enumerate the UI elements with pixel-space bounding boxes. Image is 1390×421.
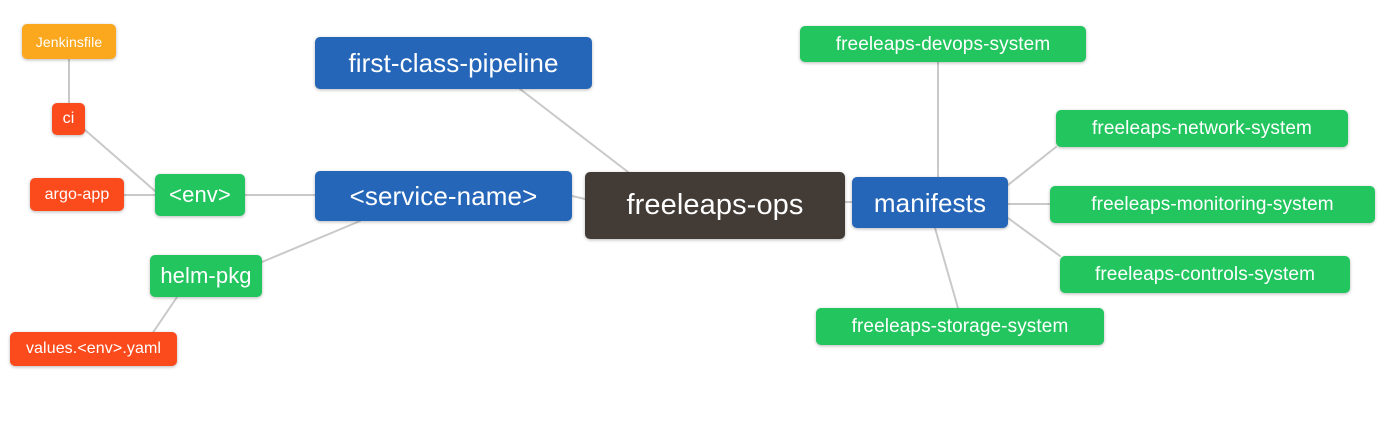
node-jenkinsfile[interactable]: Jenkinsfile — [22, 24, 116, 59]
node-label-first-class: first-class-pipeline — [348, 48, 559, 78]
edge-helm-pkg-to-service-name — [261, 220, 361, 263]
node-label-storage-system: freeleaps-storage-system — [851, 316, 1069, 337]
node-values-yaml[interactable]: values.<env>.yaml — [10, 332, 177, 366]
edge-values-yaml-to-helm-pkg — [149, 296, 178, 338]
node-label-values-yaml: values.<env>.yaml — [25, 340, 162, 357]
edge-manifests-to-controls-system — [1007, 217, 1061, 257]
edge-first-class-to-freeleaps-ops — [519, 88, 629, 173]
node-label-env: <env> — [169, 182, 231, 207]
node-argo-app[interactable]: argo-app — [30, 178, 124, 211]
node-env[interactable]: <env> — [155, 174, 245, 216]
node-label-ci: ci — [62, 110, 75, 127]
edge-manifests-to-network-system — [1007, 146, 1057, 186]
node-label-controls-system: freeleaps-controls-system — [1094, 264, 1316, 285]
node-label-freeleaps-ops: freeleaps-ops — [626, 189, 804, 221]
node-label-monitoring-system: freeleaps-monitoring-system — [1091, 194, 1334, 215]
node-label-network-system: freeleaps-network-system — [1092, 118, 1312, 139]
edge-service-name-to-freeleaps-ops — [571, 195, 586, 200]
edge-manifests-to-storage-system — [934, 227, 959, 309]
node-network-system[interactable]: freeleaps-network-system — [1056, 110, 1348, 147]
node-label-helm-pkg: helm-pkg — [160, 263, 252, 288]
node-service-name[interactable]: <service-name> — [315, 171, 572, 221]
node-ci[interactable]: ci — [52, 103, 85, 135]
node-first-class[interactable]: first-class-pipeline — [315, 37, 592, 89]
node-devops-system[interactable]: freeleaps-devops-system — [800, 26, 1086, 62]
node-controls-system[interactable]: freeleaps-controls-system — [1060, 256, 1350, 293]
node-label-jenkinsfile: Jenkinsfile — [35, 33, 103, 50]
node-helm-pkg[interactable]: helm-pkg — [150, 255, 262, 297]
node-freeleaps-ops[interactable]: freeleaps-ops — [585, 172, 845, 239]
node-label-service-name: <service-name> — [349, 181, 538, 211]
node-label-manifests: manifests — [873, 187, 987, 218]
node-label-devops-system: freeleaps-devops-system — [835, 33, 1051, 55]
node-label-argo-app: argo-app — [44, 185, 110, 203]
node-manifests[interactable]: manifests — [852, 177, 1008, 228]
node-monitoring-system[interactable]: freeleaps-monitoring-system — [1050, 186, 1375, 223]
node-storage-system[interactable]: freeleaps-storage-system — [816, 308, 1104, 345]
